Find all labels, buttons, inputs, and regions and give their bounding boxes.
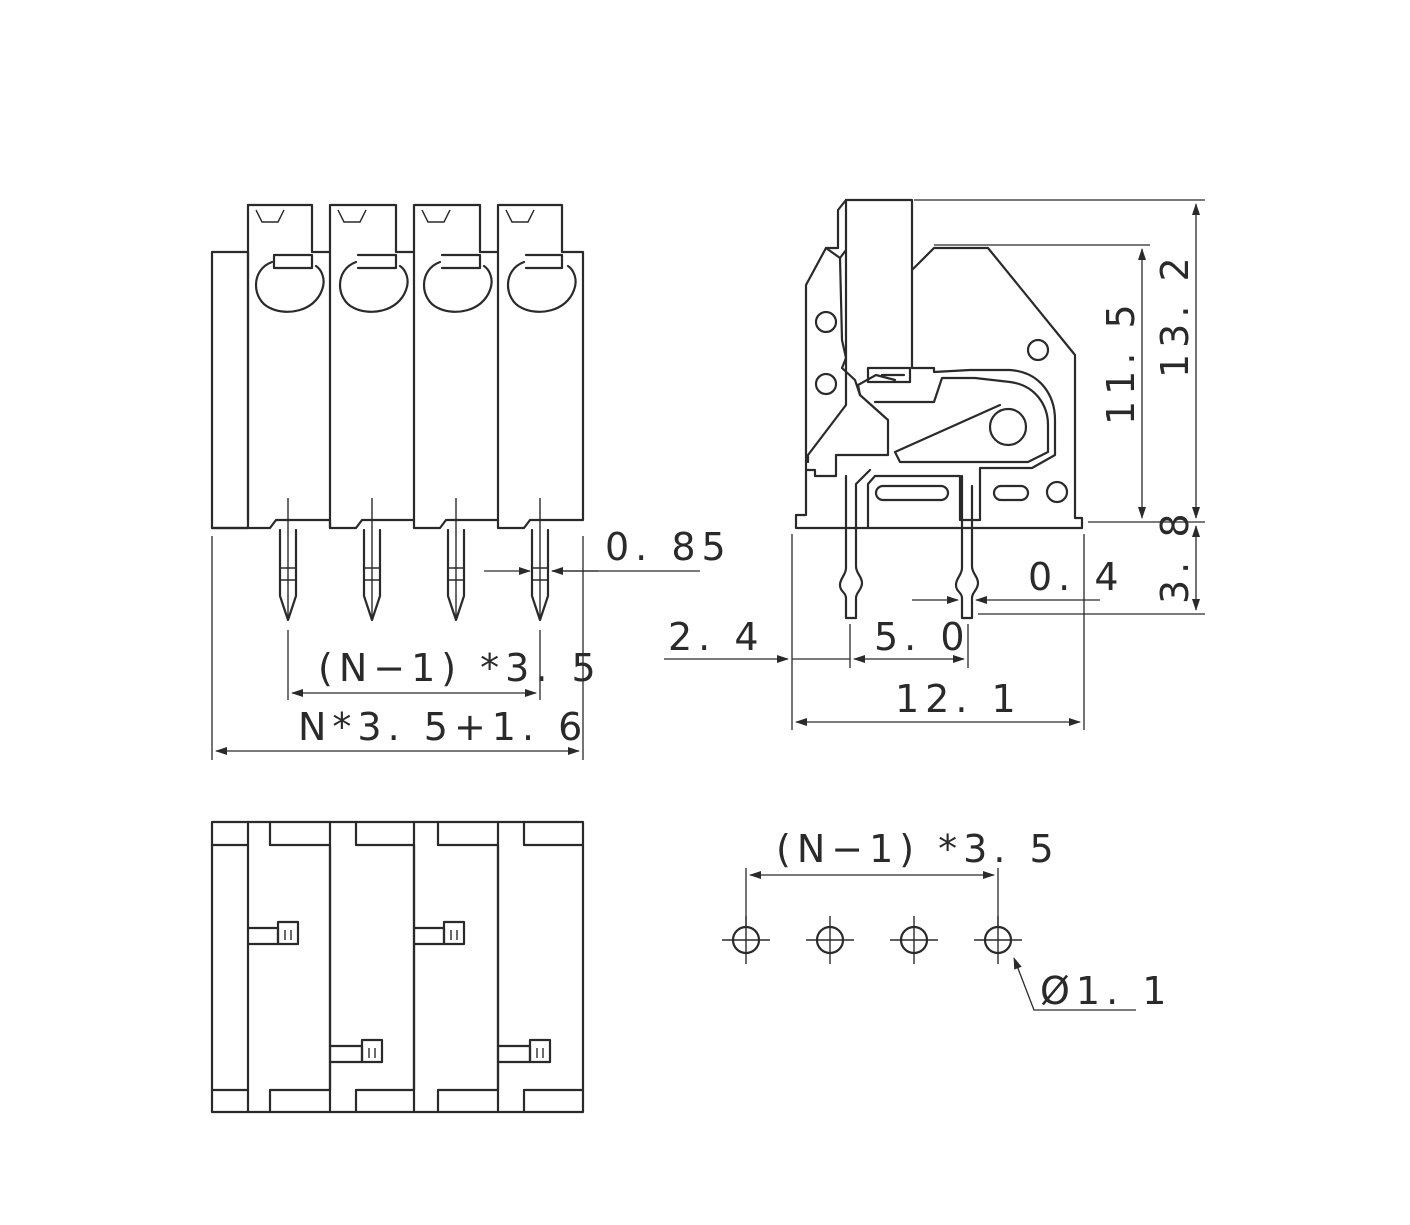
dim-pitch-front: (N−1) *3. 5 (318, 646, 602, 690)
dim-pin-spacing: 5. 0 (874, 615, 971, 659)
dim-height-total: 13. 2 (1153, 251, 1197, 378)
dim-hole-diameter: Ø1. 1 (1040, 969, 1172, 1013)
pins (278, 498, 550, 622)
side-view (664, 198, 1205, 730)
dim-overall-width: N*3. 5+1. 6 (298, 705, 588, 749)
pcb-hole-pattern (722, 868, 1136, 1011)
dim-height-body: 11. 5 (1099, 298, 1143, 425)
dim-pin-thickness: 0. 4 (1028, 555, 1125, 599)
dim-offset: 2. 4 (668, 615, 765, 659)
spring-pivot-circle (988, 407, 1028, 447)
front-view (210, 203, 700, 760)
top-view (210, 820, 585, 1114)
wire-entry-openings (255, 253, 577, 313)
dim-depth: 12. 1 (895, 677, 1022, 721)
dim-pin-width: 0. 85 (605, 525, 732, 569)
dim-pin-length: 3. 8 (1153, 507, 1197, 604)
terminal-segments (246, 203, 585, 530)
dim-pitch-pcb: (N−1) *3. 5 (776, 827, 1060, 871)
